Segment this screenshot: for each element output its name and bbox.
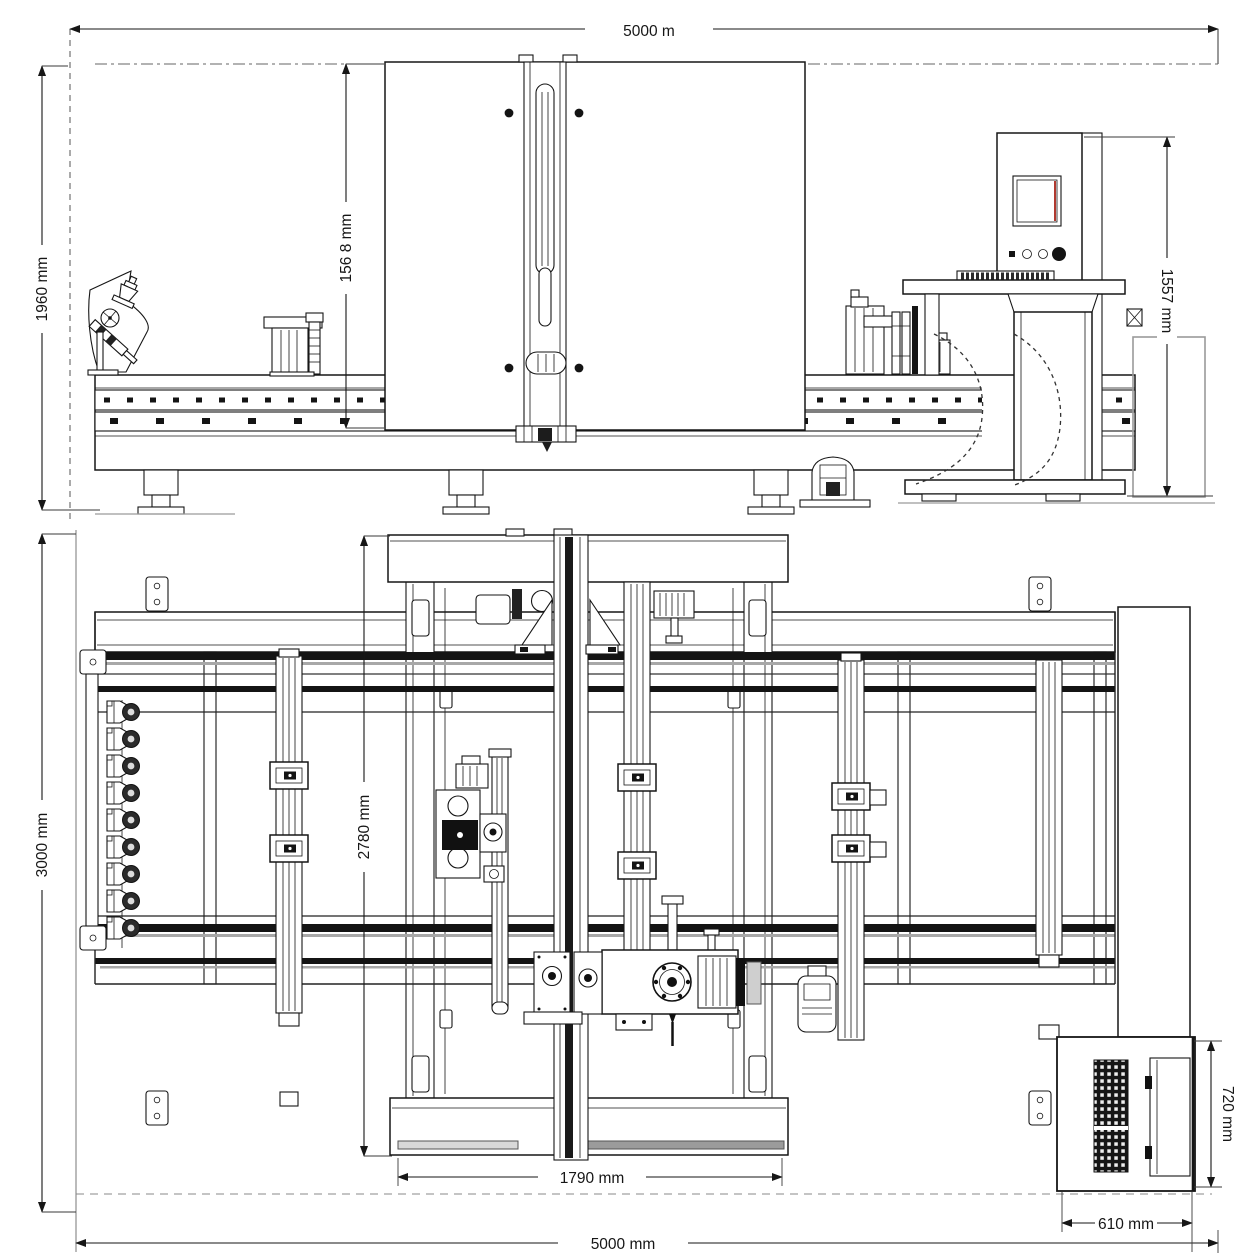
- rail-carriage: [617, 763, 657, 792]
- tool-holder-cone: [111, 275, 139, 310]
- dim-label-console-width: 610 mm: [1098, 1216, 1154, 1233]
- rail-carriage: [831, 834, 871, 863]
- caster-foot: [799, 456, 871, 508]
- side-table: [1132, 336, 1206, 498]
- console-pedestal: [1013, 311, 1093, 481]
- motor-a: [533, 951, 571, 1015]
- clamp: [106, 808, 141, 832]
- vertical-guide-slot: [535, 83, 555, 275]
- machine-foot: [442, 469, 490, 515]
- dimension-gantry-height: 156 8 mm: [336, 63, 384, 429]
- right-side-panel: [1117, 606, 1191, 1038]
- left-end-plates: [79, 649, 107, 951]
- clamp: [106, 781, 141, 805]
- monitor-plan: [1149, 1057, 1191, 1177]
- console-desk: [902, 279, 1126, 295]
- gantry-bottom-mechanism: [515, 425, 577, 452]
- dim-label-gantry-height: 156 8 mm: [338, 214, 355, 283]
- gantry-cabinet: [384, 54, 806, 452]
- clamp-row: [106, 700, 141, 948]
- rail-carriage: [269, 761, 309, 790]
- anchor-plate: [145, 1090, 169, 1126]
- operator-console: [898, 132, 1215, 504]
- keyboard: [1093, 1059, 1129, 1173]
- dim-label-elevation-height: 1960 mm: [34, 257, 51, 322]
- motor-b: [573, 951, 603, 1015]
- dimension-plan-depth: 3000 mm: [32, 533, 76, 1213]
- dimension-gantry-base-width: 1790 mm: [397, 1158, 783, 1187]
- tool-change-assembly: [435, 748, 512, 1015]
- gantry-upright-left: [405, 581, 435, 1099]
- clamp: [106, 862, 141, 886]
- dim-label-console-height: 1557 mm: [1158, 269, 1175, 334]
- dimension-console-height: 1557 mm: [1084, 136, 1213, 497]
- cable-chain-left: [915, 333, 984, 485]
- linear-rail-3: [831, 652, 887, 1041]
- clamp: [106, 916, 141, 940]
- vacuum-pump: [797, 965, 837, 1033]
- front-elevation-view: [69, 29, 1219, 520]
- dim-label-gantry-depth: 2780 mm: [356, 795, 373, 860]
- dimension-bottom-width: 5000 mm: [75, 1230, 1219, 1253]
- dimension-top-width: 5000 m: [69, 18, 1219, 40]
- rail-carriage: [269, 834, 309, 863]
- linear-rail-1: [269, 648, 309, 1107]
- console-base-plate: [904, 479, 1126, 495]
- machine-foot: [747, 469, 795, 515]
- clamp: [106, 835, 141, 859]
- top-plan-view: [75, 528, 1212, 1252]
- clamp: [106, 889, 141, 913]
- drill-bit: [669, 1014, 676, 1024]
- spindle: [652, 962, 692, 1002]
- dim-label-console-depth: 720 mm: [1219, 1086, 1236, 1142]
- cable-chain-right: [1011, 333, 1062, 487]
- dimension-console-width: 610 mm: [1061, 1192, 1193, 1252]
- console-buttons: [1009, 247, 1066, 261]
- anchor-plate: [1028, 1090, 1052, 1126]
- machine-foot: [137, 469, 185, 515]
- dimension-console-depth: 720 mm: [1194, 1040, 1236, 1188]
- rail-carriage: [831, 782, 871, 811]
- gantry-upright-right: [743, 581, 773, 1099]
- mount-bracket-icon: [1126, 308, 1143, 327]
- spindle-head-assembly: [523, 895, 762, 1046]
- anchor-plate: [145, 576, 169, 612]
- bed-carriage: [263, 312, 324, 377]
- dim-label-bottom-width: 5000 mm: [591, 1236, 656, 1253]
- anchor-plate: [1028, 576, 1052, 612]
- plan-rails: [94, 612, 1116, 985]
- header-motor: [653, 590, 695, 644]
- dim-label-gantry-base-width: 1790 mm: [560, 1170, 625, 1187]
- dimension-elevation-height: 1960 mm: [32, 65, 100, 511]
- linear-rail-2: [617, 581, 657, 1013]
- console-plan: [1056, 1036, 1196, 1192]
- monitor: [1012, 175, 1062, 227]
- rail-carriage: [617, 851, 657, 880]
- tool-loader-arm: [87, 270, 149, 376]
- dimension-gantry-depth: 2780 mm: [354, 535, 392, 1157]
- clamp: [106, 754, 141, 778]
- clamp: [106, 700, 141, 724]
- dim-label-top-width: 5000 m: [623, 23, 675, 40]
- linear-rail-4: [1035, 659, 1063, 1040]
- clamp: [106, 727, 141, 751]
- dim-label-plan-depth: 3000 mm: [34, 813, 51, 878]
- plan-gantry: [387, 528, 789, 1161]
